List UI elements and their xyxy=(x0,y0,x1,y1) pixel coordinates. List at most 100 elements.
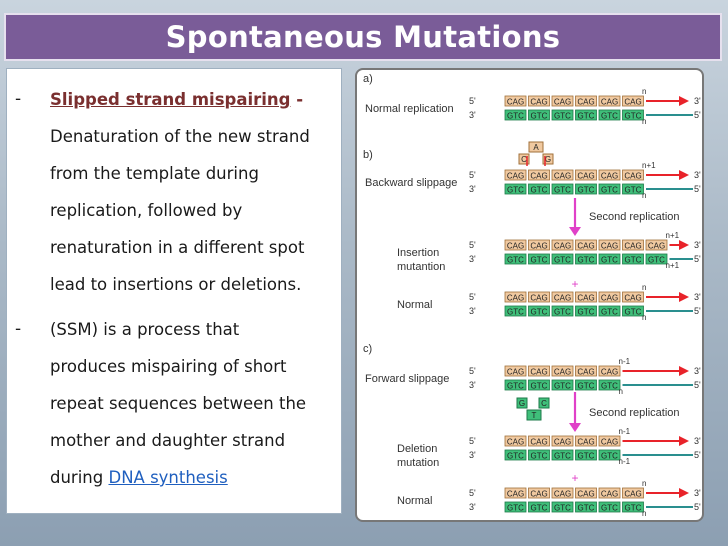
cag-box xyxy=(598,291,621,303)
gtc-label: GTC xyxy=(554,186,571,195)
cag-box xyxy=(551,291,574,303)
plus-sign: + xyxy=(571,471,578,485)
gtc-box xyxy=(598,253,621,265)
cag-label: CAG xyxy=(624,172,641,181)
loop-box xyxy=(542,153,554,165)
gtc-label: GTC xyxy=(531,382,548,391)
loop-base: G xyxy=(545,155,551,164)
cag-label: CAG xyxy=(554,490,571,499)
three-prime-end: 3' xyxy=(694,292,701,302)
three-prime-label: 3' xyxy=(469,450,476,460)
cag-box xyxy=(622,291,644,303)
gtc-box xyxy=(598,501,621,513)
down-arrow-head xyxy=(569,227,581,236)
gtc-label: GTC xyxy=(507,452,524,461)
cag-box xyxy=(551,487,574,499)
cag-box xyxy=(504,169,527,181)
loop-base: G xyxy=(519,399,525,408)
cag-box xyxy=(528,239,550,251)
loop-box xyxy=(528,141,544,153)
cag-label: CAG xyxy=(507,242,524,251)
gtc-label: GTC xyxy=(554,256,571,265)
cag-box xyxy=(598,487,621,499)
three-prime-label: 3' xyxy=(469,110,476,120)
five-prime-label: 5' xyxy=(469,366,476,376)
gtc-box xyxy=(622,109,644,121)
three-prime-label: 3' xyxy=(469,184,476,194)
cag-box xyxy=(551,239,574,251)
cag-label: CAG xyxy=(530,490,547,499)
cag-box xyxy=(598,365,621,377)
arrowhead xyxy=(679,488,689,498)
cag-box xyxy=(528,435,550,447)
arrowhead xyxy=(679,292,689,302)
cag-box xyxy=(645,239,668,251)
gtc-box xyxy=(598,379,621,391)
cag-box xyxy=(504,95,527,107)
gtc-box xyxy=(598,449,621,461)
gtc-box xyxy=(551,253,574,265)
cag-label: CAG xyxy=(601,294,618,303)
cag-box xyxy=(598,169,621,181)
gtc-box xyxy=(528,305,550,317)
forward-slippage-label: Forward slippage xyxy=(365,373,449,385)
cag-label: CAG xyxy=(624,98,641,107)
slide-title: Spontaneous Mutations xyxy=(165,20,561,54)
loop-box xyxy=(516,397,528,409)
bullet-2-last-line: during DNA synthesis xyxy=(50,468,228,487)
cag-box xyxy=(504,239,527,251)
five-prime-end: 5' xyxy=(694,184,701,194)
loop-base: A xyxy=(533,143,539,152)
cag-box xyxy=(575,435,597,447)
gtc-label: GTC xyxy=(554,452,571,461)
repeat-count-label: n xyxy=(642,191,646,200)
arrowhead xyxy=(679,96,689,106)
deletion-label: Deletion xyxy=(397,443,437,455)
cag-box xyxy=(528,365,550,377)
gtc-label: GTC xyxy=(507,112,524,121)
loop-base: C xyxy=(521,155,527,164)
gtc-box xyxy=(504,305,527,317)
gtc-box xyxy=(551,449,574,461)
gtc-box xyxy=(575,379,597,391)
cag-label: CAG xyxy=(624,490,641,499)
bullet-1-line: from the template during xyxy=(50,164,259,183)
three-prime-label: 3' xyxy=(469,254,476,264)
bullet-2-line: (SSM) is a process that xyxy=(50,320,240,339)
gtc-label: GTC xyxy=(507,382,524,391)
cag-label: CAG xyxy=(507,294,524,303)
down-arrow-head xyxy=(569,423,581,432)
gtc-label: GTC xyxy=(531,112,548,121)
normal-label: Normal xyxy=(397,495,432,507)
cag-box xyxy=(598,239,621,251)
arrowhead xyxy=(679,366,689,376)
cag-label: CAG xyxy=(601,368,618,377)
term-suffix: - xyxy=(290,90,304,109)
loop-box xyxy=(518,153,530,165)
gtc-label: GTC xyxy=(578,112,595,121)
backward-slippage-label: Backward slippage xyxy=(365,177,457,189)
cag-box xyxy=(528,169,550,181)
gtc-label: GTC xyxy=(625,256,642,265)
dna-synthesis-link[interactable]: DNA synthesis xyxy=(108,468,228,487)
cag-label: CAG xyxy=(507,490,524,499)
gtc-label: GTC xyxy=(578,452,595,461)
cag-box xyxy=(528,95,550,107)
cag-box xyxy=(551,435,574,447)
repeat-count-label: n+1 xyxy=(642,161,656,170)
cag-label: CAG xyxy=(577,242,594,251)
gtc-label: GTC xyxy=(601,382,618,391)
cag-box xyxy=(622,487,644,499)
bullet-1-line: renaturation in a different spot xyxy=(50,238,305,257)
cag-box xyxy=(528,487,550,499)
five-prime-end: 5' xyxy=(694,110,701,120)
gtc-label: GTC xyxy=(531,186,548,195)
cag-label: CAG xyxy=(577,368,594,377)
three-prime-label: 3' xyxy=(469,306,476,316)
gtc-box xyxy=(528,253,550,265)
gtc-label: GTC xyxy=(554,504,571,513)
cag-box xyxy=(551,365,574,377)
five-prime-label: 5' xyxy=(469,96,476,106)
gtc-label: GTC xyxy=(507,308,524,317)
